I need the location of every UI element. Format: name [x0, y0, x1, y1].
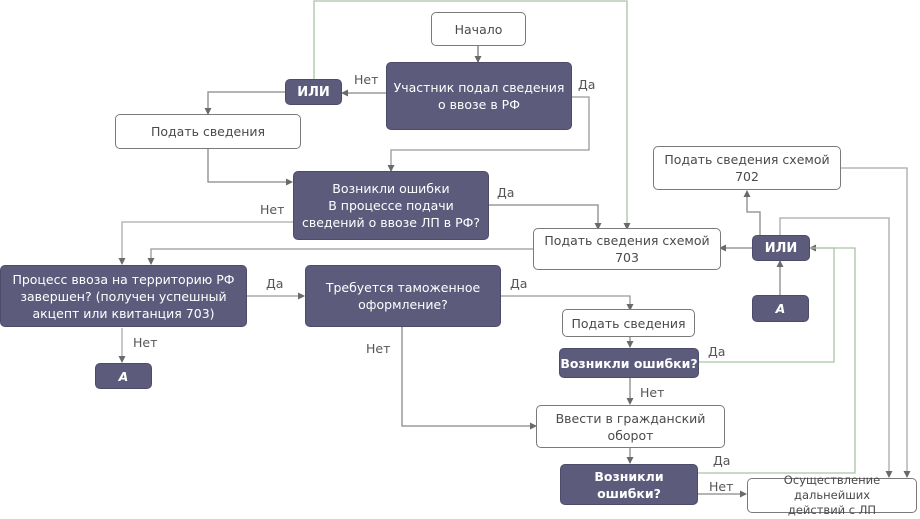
- decision-import-complete[interactable]: Процесс ввоза на территорию РФ завершен?…: [0, 265, 247, 327]
- connector-a-right[interactable]: А: [752, 295, 809, 322]
- submit-scheme-703-node[interactable]: Подать сведения схемой 703: [533, 228, 721, 270]
- edge-participant-yes: [387, 96, 590, 172]
- label-errors-submission-no: Нет: [260, 202, 285, 217]
- connector-a-left[interactable]: А: [95, 363, 152, 389]
- edge-errors2-yes: [698, 247, 856, 474]
- decision-errors-2[interactable]: Возникли ошибки?: [560, 464, 698, 505]
- edge-or-left-submit: [204, 91, 286, 115]
- or-gate-left[interactable]: ИЛИ: [285, 79, 342, 105]
- edge-703-import: [147, 248, 534, 265]
- label-import-no: Нет: [133, 335, 158, 350]
- edge-customs-no: [401, 326, 537, 430]
- label-customs-yes: Да: [510, 276, 528, 291]
- submit-scheme-702-node[interactable]: Подать сведения схемой 702: [653, 146, 841, 190]
- decision-errors-during-submission[interactable]: Возникли ошибки В процессе подачи сведен…: [293, 171, 489, 240]
- further-actions-node[interactable]: Осуществление дальнейших действий с ЛП: [747, 473, 917, 517]
- label-errors2-yes: Да: [713, 453, 731, 468]
- start-node[interactable]: Начало: [431, 12, 526, 46]
- label-participant-no: Нет: [354, 72, 379, 87]
- label-participant-yes: Да: [578, 77, 596, 92]
- edge-errors-yes: [489, 204, 602, 230]
- edge-702-further: [840, 167, 911, 478]
- decision-participant-submitted[interactable]: Участник подал сведения о ввозе в РФ: [386, 62, 572, 130]
- label-errors1-no: Нет: [640, 385, 665, 400]
- edge-or-right-702: [743, 190, 761, 235]
- label-errors2-no: Нет: [709, 479, 734, 494]
- decision-errors-1[interactable]: Возникли ошибки?: [559, 348, 699, 378]
- edge-submit1-errors: [207, 148, 293, 186]
- edge-top-loop: [313, 0, 631, 230]
- civil-circulation-node[interactable]: Ввести в гражданский оборот: [536, 405, 725, 448]
- edge-or-right-further: [779, 217, 893, 478]
- label-errors1-yes: Да: [708, 344, 726, 359]
- submit-info-node-1[interactable]: Подать сведения: [115, 114, 301, 149]
- label-customs-no: Нет: [366, 341, 391, 356]
- submit-info-node-2[interactable]: Подать сведения: [562, 309, 695, 337]
- decision-customs-required[interactable]: Требуется таможенное оформление?: [305, 265, 501, 327]
- edge-customs-yes: [501, 295, 634, 311]
- label-import-yes: Да: [266, 276, 284, 291]
- or-gate-right[interactable]: ИЛИ: [752, 235, 810, 261]
- label-errors-submission-yes: Да: [497, 185, 515, 200]
- edge-errors-no: [118, 221, 293, 265]
